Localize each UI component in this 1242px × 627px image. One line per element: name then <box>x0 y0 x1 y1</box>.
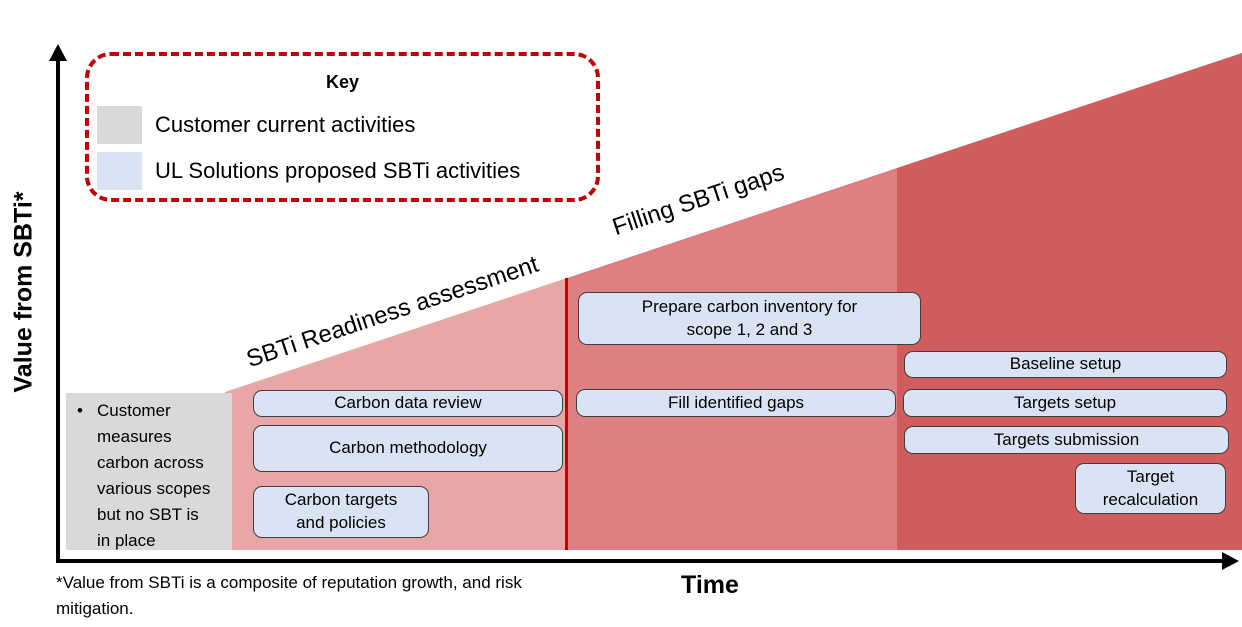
legend-swatch-ul-proposed <box>97 152 142 190</box>
x-axis-line <box>56 559 1224 563</box>
legend-swatch-customer-current <box>97 106 142 144</box>
activity-target-recalculation: Target recalculation <box>1075 463 1226 514</box>
activity-carbon-targets-policies: Carbon targets and policies <box>253 486 429 538</box>
y-axis-line <box>56 58 60 563</box>
phase-divider-line <box>565 278 568 550</box>
legend-label-ul-proposed: UL Solutions proposed SBTi activities <box>155 158 521 183</box>
activity-prepare-carbon-inventory: Prepare carbon inventory for scope 1, 2 … <box>578 292 921 345</box>
activity-targets-setup: Targets setup <box>903 389 1227 417</box>
key-title: Key <box>325 72 360 92</box>
bullet-icon: • <box>77 401 83 420</box>
key-legend: Key Customer current activities UL Solut… <box>85 52 600 202</box>
x-axis-label: Time <box>681 571 739 599</box>
activity-fill-identified-gaps: Fill identified gaps <box>576 389 896 417</box>
activity-baseline-setup: Baseline setup <box>904 351 1227 378</box>
y-axis-arrowhead-icon <box>49 44 67 61</box>
footnote: *Value from SBTi is a composite of reput… <box>56 573 522 618</box>
legend-label-customer-current: Customer current activities <box>155 112 416 137</box>
phase2-gaps-region <box>567 168 897 550</box>
activity-carbon-methodology: Carbon methodology <box>253 425 563 472</box>
x-axis-arrowhead-icon <box>1222 552 1239 570</box>
activity-targets-submission: Targets submission <box>904 426 1229 454</box>
customer-current-state-box: • Customer measures carbon across variou… <box>66 393 232 550</box>
y-axis-label: Value from SBTi* <box>9 191 38 393</box>
activity-carbon-data-review: Carbon data review <box>253 390 563 417</box>
customer-current-state-text: Customer measures carbon across various … <box>97 401 211 550</box>
